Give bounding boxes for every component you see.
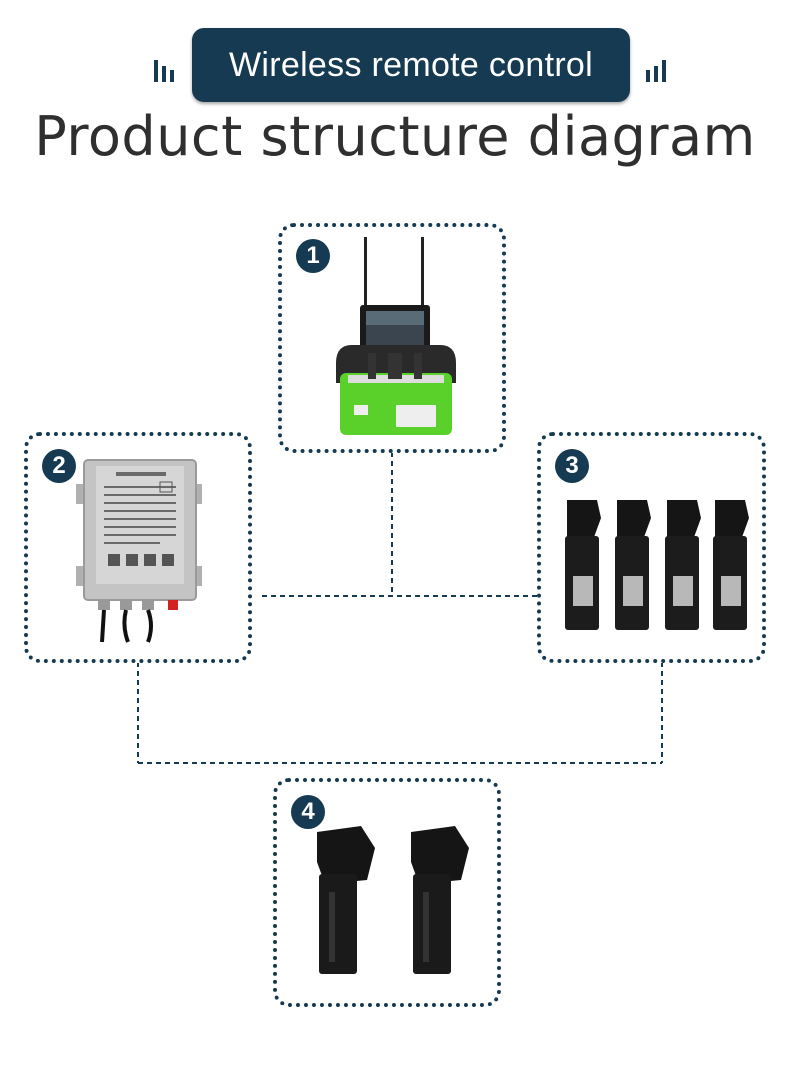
linear-actuator-image <box>565 500 749 630</box>
component-number-4: 4 <box>291 795 325 829</box>
remote-controller-image <box>336 237 456 435</box>
header-badge: Wireless remote control <box>192 28 630 102</box>
linear-actuator-image <box>317 826 469 974</box>
component-box-4: 4 <box>273 778 501 1007</box>
component-box-2: 2 <box>24 432 252 663</box>
control-box-image <box>76 459 202 643</box>
component-number-3: 3 <box>555 449 589 483</box>
component-number-2: 2 <box>42 449 76 483</box>
component-box-1: 1 <box>278 223 506 453</box>
signal-bars-icon <box>646 60 666 82</box>
component-number-1: 1 <box>296 239 330 273</box>
signal-bars-icon <box>154 60 174 82</box>
component-box-3: 3 <box>537 432 766 663</box>
page-title: Product structure diagram <box>34 105 756 168</box>
badge-text: Wireless remote control <box>229 45 593 84</box>
